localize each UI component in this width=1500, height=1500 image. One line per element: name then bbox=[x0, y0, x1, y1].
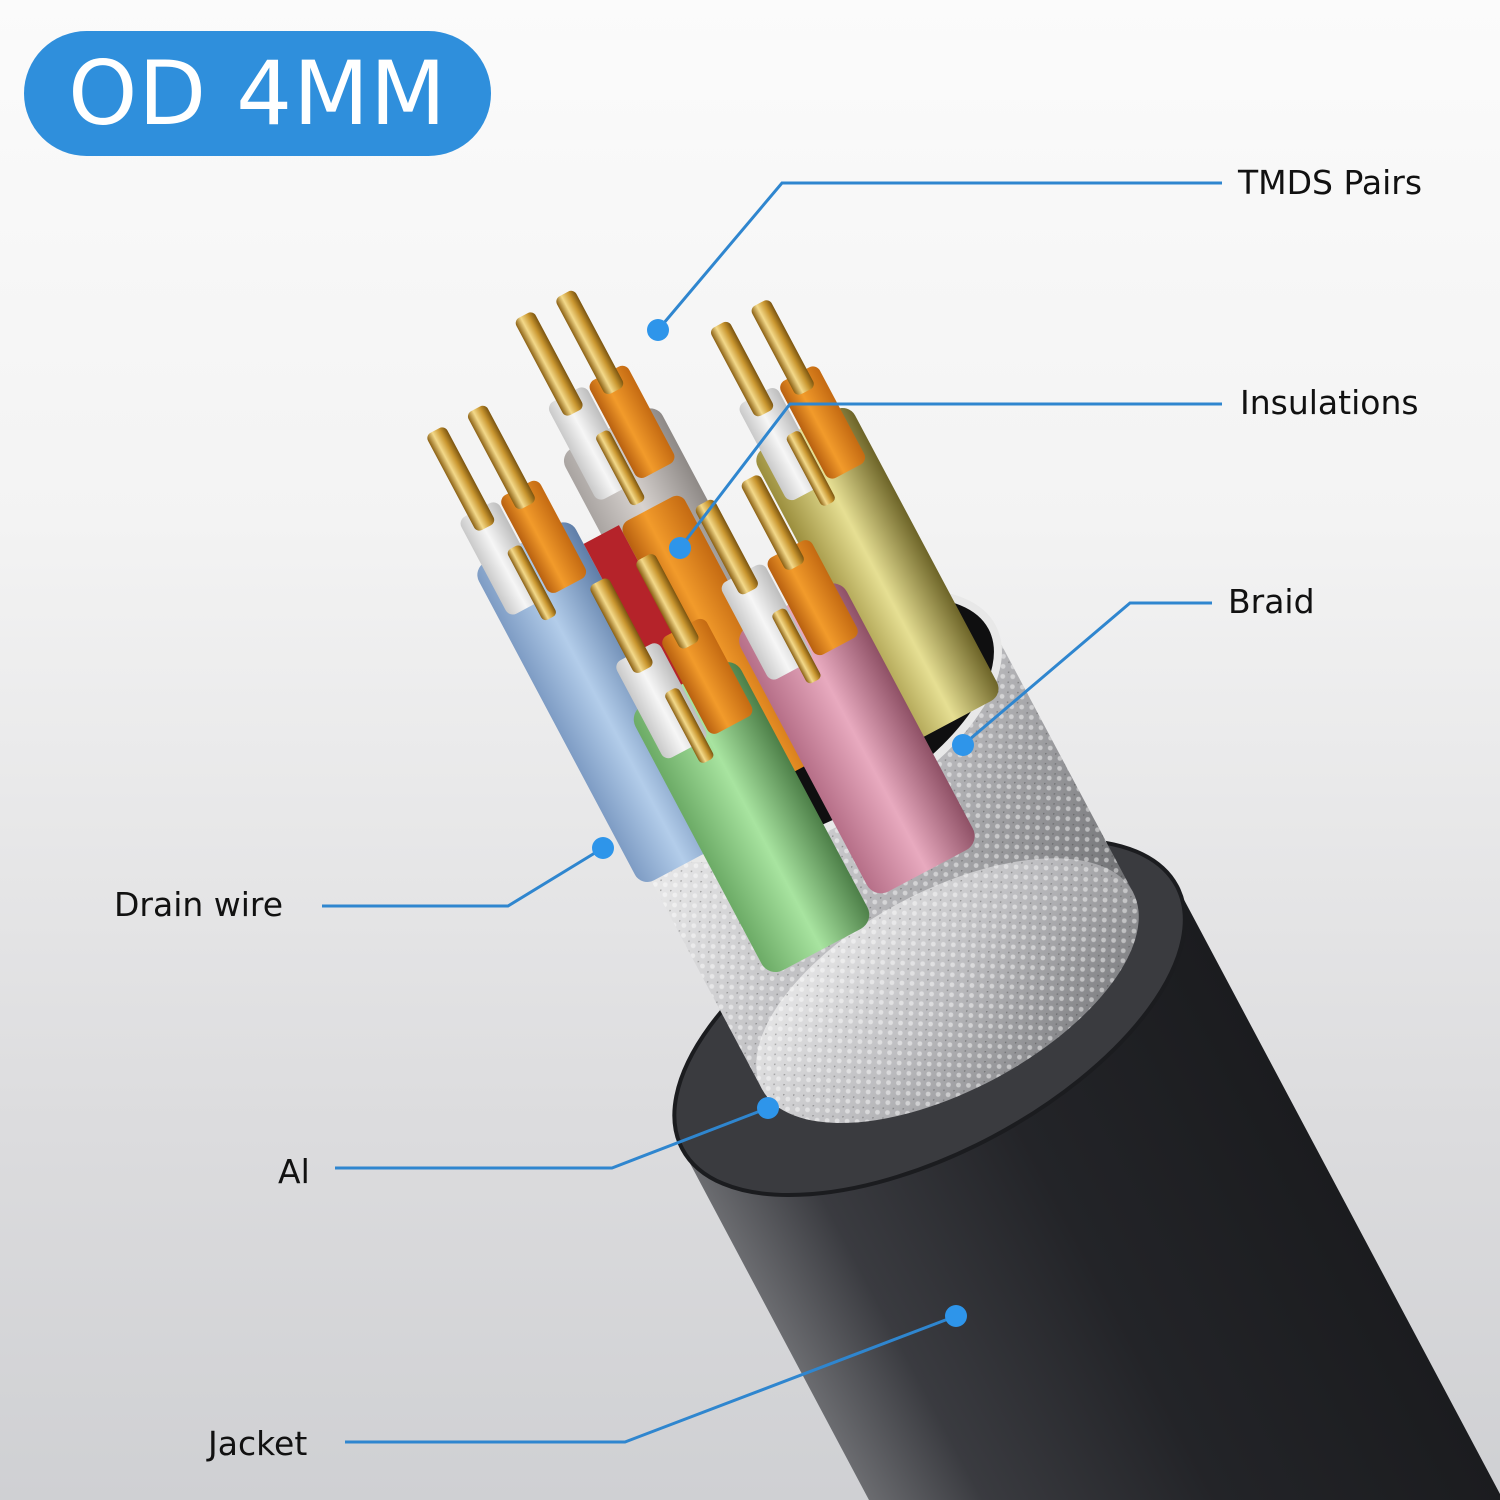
od-badge-text: OD 4MM bbox=[68, 41, 447, 145]
label-braid: Braid bbox=[1228, 582, 1315, 621]
label-drain-wire: Drain wire bbox=[114, 885, 284, 924]
label-insulations: Insulations bbox=[1240, 383, 1419, 422]
label-jacket: Jacket bbox=[208, 1424, 308, 1463]
od-badge: OD 4MM bbox=[24, 31, 491, 156]
label-tmds-pairs: TMDS Pairs bbox=[1238, 163, 1423, 202]
label-al: Al bbox=[278, 1152, 310, 1191]
